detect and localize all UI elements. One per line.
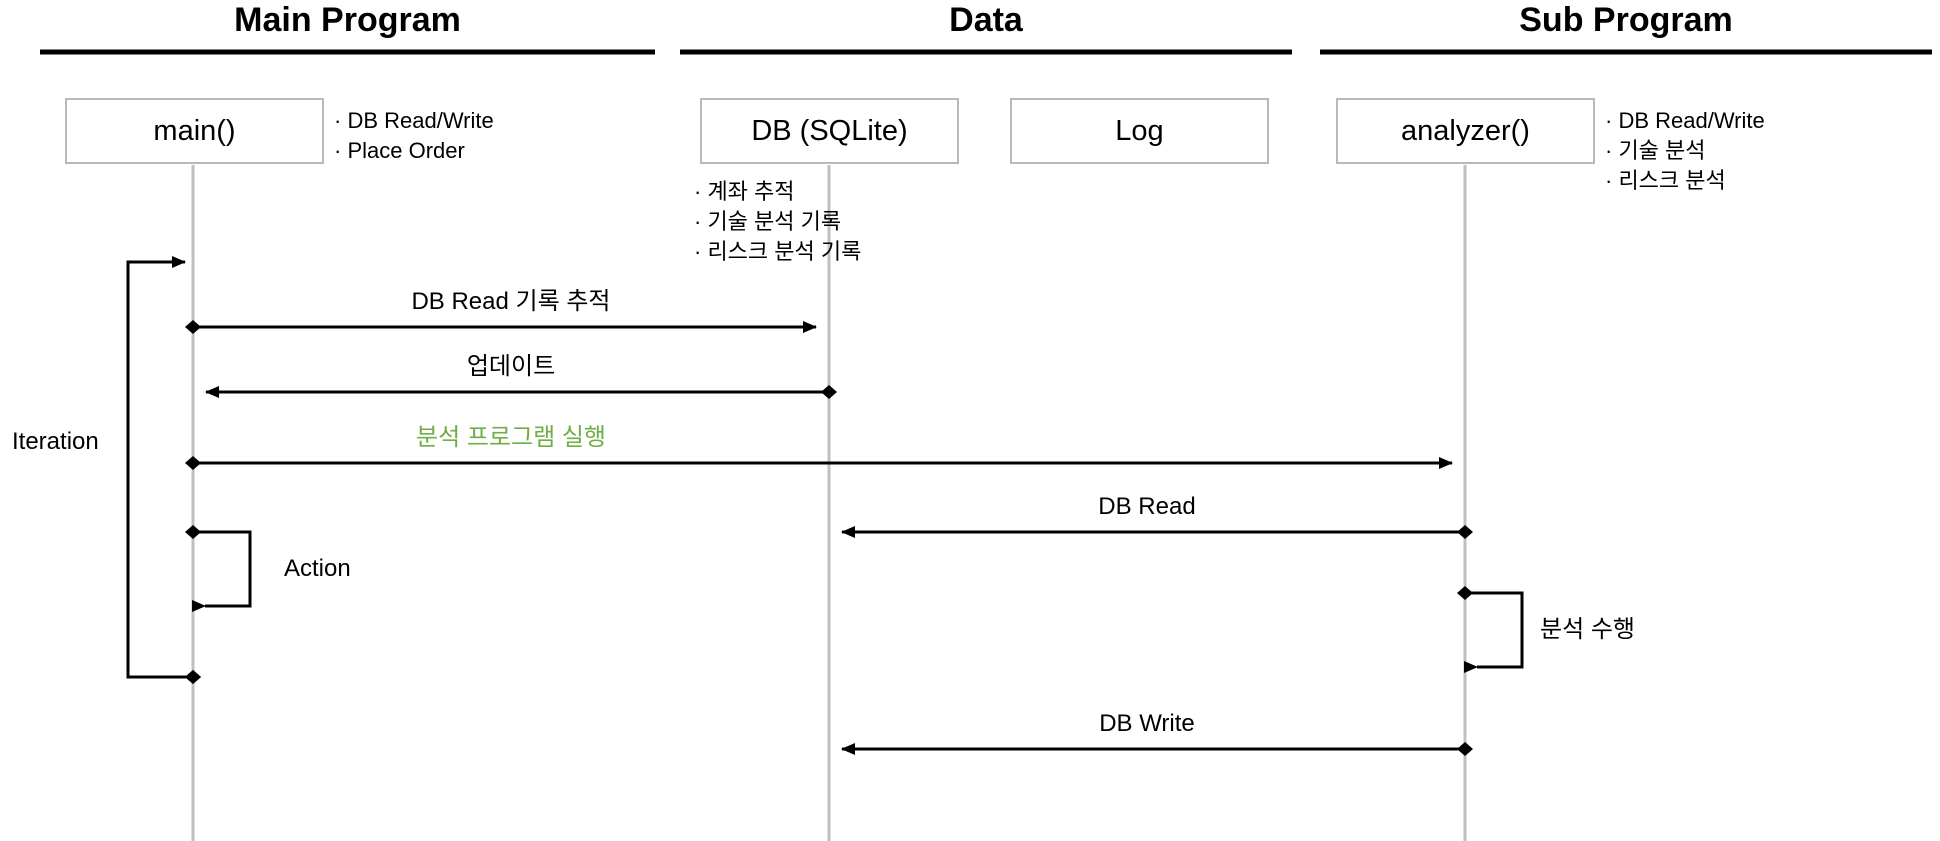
- note-db-line-2: · 기술 분석 기록: [694, 209, 842, 234]
- loop-label-iteration: Iteration: [12, 428, 99, 455]
- message-arrow-m5: [841, 742, 1473, 756]
- note-main-line-1: · DB Read/Write: [334, 108, 494, 133]
- message-arrow-m1: [185, 320, 817, 334]
- iteration-loop-path: [126, 256, 201, 684]
- lane-title-data: Data: [949, 1, 1023, 39]
- note-analyzer-line-2: · 기술 분석: [1605, 138, 1706, 163]
- actor-box-db[interactable]: DB (SQLite): [700, 98, 959, 164]
- self-message-arrow-s2: [1457, 586, 1524, 673]
- note-db-line-3: · 리스크 분석 기록: [694, 239, 862, 264]
- message-arrow-m4: [841, 525, 1473, 539]
- message-arrow-m3: [185, 456, 1453, 470]
- note-main: · DB Read/Write · Place Order: [334, 106, 494, 166]
- note-analyzer-line-3: · 리스크 분석: [1605, 168, 1726, 193]
- self-message-arrow-s1: [185, 525, 252, 612]
- note-db-line-1: · 계좌 추적: [694, 179, 795, 204]
- actor-box-analyzer[interactable]: analyzer(): [1336, 98, 1595, 164]
- actor-box-log[interactable]: Log: [1010, 98, 1269, 164]
- lane-title-main-program: Main Program: [234, 1, 461, 39]
- self-message-label-s1: Action: [284, 555, 351, 582]
- message-label-m1: DB Read 기록 추적: [411, 288, 611, 315]
- message-label-m2: 업데이트: [466, 353, 556, 380]
- actor-box-main[interactable]: main(): [65, 98, 324, 164]
- note-analyzer-line-1: · DB Read/Write: [1605, 108, 1765, 133]
- message-label-m4: DB Read: [1098, 493, 1196, 520]
- note-main-line-2: · Place Order: [334, 138, 465, 163]
- note-analyzer: · DB Read/Write · 기술 분석 · 리스크 분석: [1605, 106, 1765, 196]
- note-db: · 계좌 추적 · 기술 분석 기록 · 리스크 분석 기록: [694, 177, 861, 267]
- lane-title-sub-program: Sub Program: [1519, 1, 1733, 39]
- message-label-m5: DB Write: [1099, 710, 1195, 737]
- message-arrow-m2: [205, 385, 837, 399]
- lifelines: [191, 165, 1467, 841]
- message-label-m3: 분석 프로그램 실행: [416, 424, 606, 451]
- self-message-label-s2: 분석 수행: [1540, 616, 1635, 643]
